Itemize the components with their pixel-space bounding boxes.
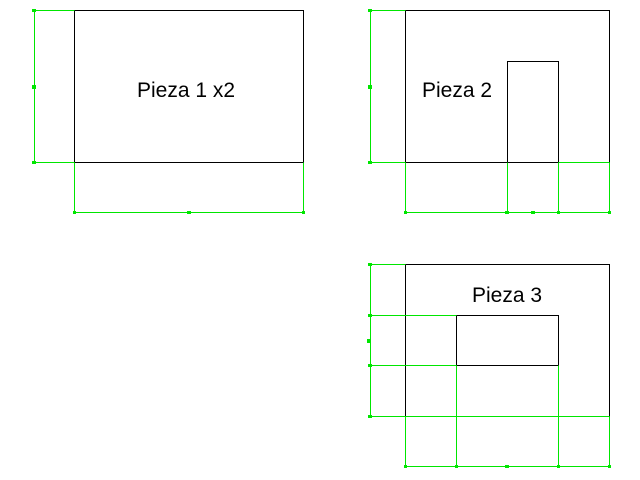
pieza-2-dimensions xyxy=(368,9,611,214)
pieza-2-label: Pieza 2 xyxy=(422,79,492,102)
pieza-1: Pieza 1 x2 xyxy=(32,9,305,214)
pieza-1-dimensions xyxy=(32,9,305,214)
pieza-1-label: Pieza 1 x2 xyxy=(137,79,235,102)
pieza-1-outline xyxy=(74,10,304,163)
pieza-2: Pieza 2 xyxy=(368,9,611,214)
pieza-3-dimensions xyxy=(367,263,611,468)
pieza-2-cutout xyxy=(507,61,559,163)
pieza-3: Pieza 3 xyxy=(367,263,611,468)
pieza-3-cutout xyxy=(456,315,559,366)
pieza-3-label: Pieza 3 xyxy=(472,284,542,307)
